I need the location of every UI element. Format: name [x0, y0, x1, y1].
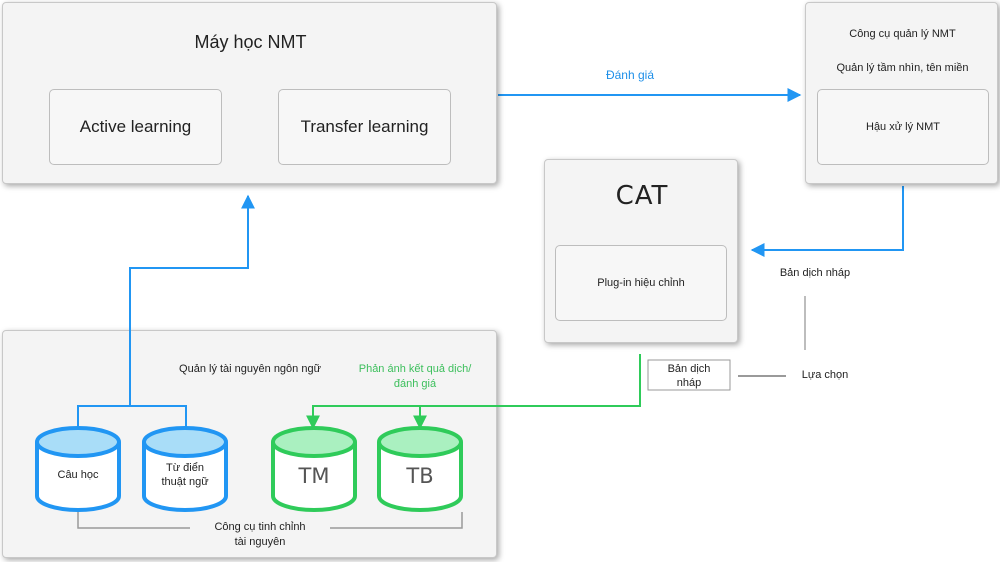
glossary-label-line1: Từ điển [166, 462, 204, 474]
glossary-cylinder [142, 426, 228, 512]
draft-right-label: Bản dịch nháp [779, 267, 851, 279]
draft-box-outline [647, 359, 731, 391]
active-learning-label: Active learning [79, 117, 192, 136]
corpus-label: Câu học [57, 469, 99, 481]
feedback-arrow [306, 354, 641, 430]
transfer-learning-box: Transfer learning [278, 89, 451, 165]
corpus-cylinder [35, 426, 121, 512]
draft-box-label-line1: Bản dịch [667, 363, 711, 375]
tb-label: TB [406, 464, 434, 488]
tm-label: TM [298, 464, 330, 488]
plugin-box: Plug-in hiệu chỉnh [555, 245, 727, 321]
nmt-engine-panel: Máy học NMT Active learning Transfer lea… [2, 2, 497, 184]
tuning-label-line1: Công cụ tinh chỉnh [190, 520, 330, 535]
active-learning-box: Active learning [49, 89, 222, 165]
post-edit-box: Hậu xử lý NMT [817, 89, 989, 165]
tm-cylinder [271, 426, 357, 512]
glossary-label-line2: thuật ngữ [161, 476, 209, 488]
plugin-label: Plug-in hiệu chỉnh [597, 277, 685, 289]
cat-title: CAT [615, 181, 669, 211]
nmt-tools-title: Công cụ quản lý NMT [849, 28, 956, 40]
cat-panel: CAT Plug-in hiệu chỉnh [544, 159, 738, 343]
tuning-label-line2: tài nguyên [234, 536, 286, 548]
resources-title: Quản lý tài nguyên ngôn ngữ [179, 363, 321, 375]
nmt-tools-subtitle: Quản lý tầm nhìn, tên miền [836, 62, 969, 74]
resource-feed-arrow [129, 194, 255, 406]
feedback-label-line1: Phản ánh kết quả dịch/ [358, 363, 472, 375]
draft-arrow [750, 186, 904, 257]
corpus-bracket [77, 405, 187, 428]
tb-cylinder [377, 426, 463, 512]
draft-box-label-line2: nháp [676, 377, 702, 389]
nmt-tools-panel: Công cụ quản lý NMT Quản lý tầm nhìn, tê… [805, 2, 998, 184]
choose-label: Lựa chọn [801, 369, 849, 381]
feedback-label-line2: đánh giá [393, 378, 437, 390]
nmt-engine-title: Máy học NMT [194, 32, 307, 52]
transfer-learning-label: Transfer learning [300, 117, 429, 136]
post-edit-label: Hậu xử lý NMT [866, 121, 940, 133]
evaluate-label: Đánh giá [605, 68, 655, 82]
